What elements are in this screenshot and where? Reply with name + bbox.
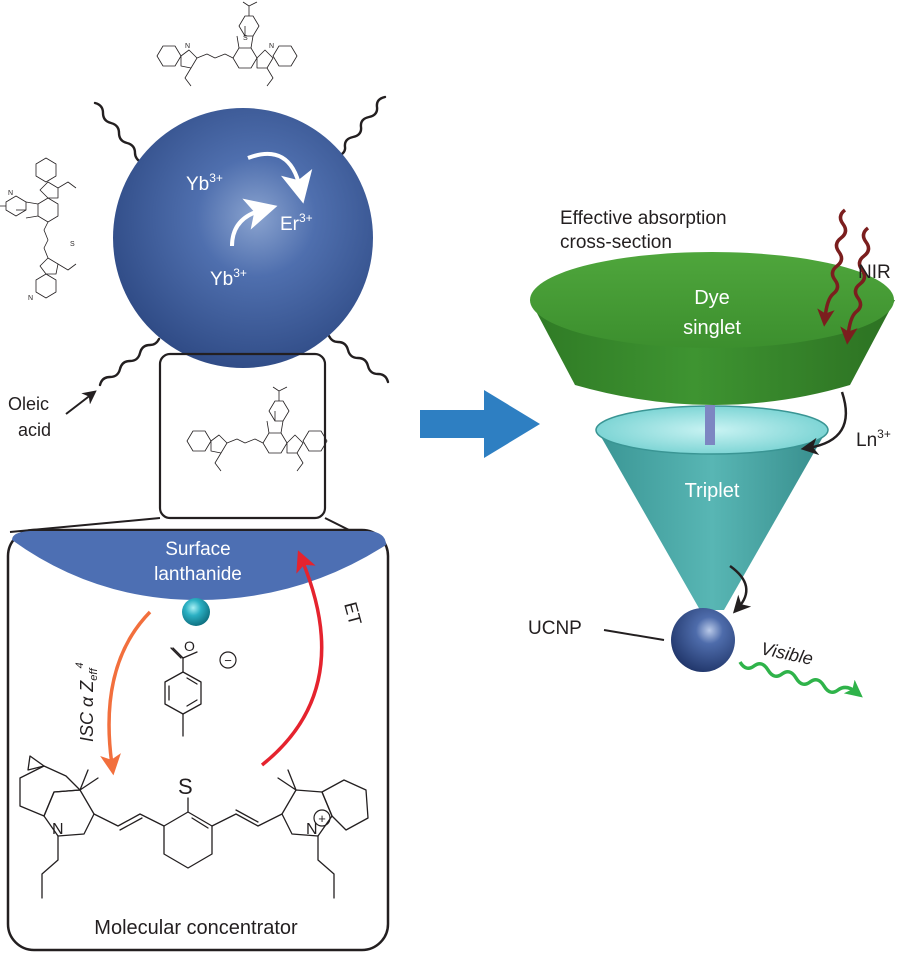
isc-arrow xyxy=(100,610,152,776)
ucnp-label: UCNP xyxy=(528,618,582,639)
svg-text:N: N xyxy=(28,295,33,302)
dye-label-line1: Dye xyxy=(694,287,730,309)
visible-label: Visible xyxy=(759,638,815,669)
cyanine-molecule xyxy=(19,647,369,899)
er-label: Er3+ xyxy=(280,211,313,235)
effective-label-line2: cross-section xyxy=(560,232,672,253)
surface-label-line1: Surface xyxy=(165,539,230,560)
svg-text:N: N xyxy=(269,43,274,50)
ln-label: Ln3+ xyxy=(856,427,891,451)
inset-box-small xyxy=(158,352,327,520)
energy-transfer-arrow-top xyxy=(247,151,313,204)
svg-text:N: N xyxy=(185,43,190,50)
surface-label-line2: lanthanide xyxy=(154,564,242,585)
isc-label: ISC α Zeff4 xyxy=(74,662,100,742)
oleic-label-line2: acid xyxy=(18,420,51,440)
visible-emission-arrow xyxy=(738,661,863,698)
negative-charge-circle xyxy=(219,651,237,669)
positive-charge: + xyxy=(318,811,326,826)
yb-bottom-label: Yb3+ xyxy=(210,266,247,290)
et-arrow xyxy=(260,550,324,767)
oleic-chain-top-left xyxy=(93,101,144,165)
svg-text:S: S xyxy=(243,35,248,42)
nitrogen-right: N xyxy=(306,821,318,838)
energy-transfer-arrow-bottom xyxy=(230,198,278,247)
nanoparticle xyxy=(113,108,373,368)
svg-text:S: S xyxy=(70,241,75,248)
triplet-label: Triplet xyxy=(685,480,740,502)
ucnp-pointer-line xyxy=(603,629,665,641)
dye-label-line2: singlet xyxy=(683,317,741,339)
surface-lanthanide-ion xyxy=(182,598,210,626)
svg-text:N: N xyxy=(8,190,13,197)
oleic-arrow xyxy=(65,390,97,415)
negative-charge: − xyxy=(224,653,232,668)
yb-top-label: Yb3+ xyxy=(186,171,223,195)
oleic-chain-bottom-left xyxy=(98,337,161,387)
positive-charge-circle xyxy=(313,809,331,827)
nir-arrow-2 xyxy=(840,226,871,345)
triplet-to-ucnp-arrow xyxy=(729,564,752,614)
oleic-chain-top-right xyxy=(335,95,387,159)
nir-arrow-1 xyxy=(817,208,848,327)
dye-in-inset xyxy=(186,386,328,472)
molecular-concentrator-panel: Surface lanthanide ISC α Zeff4 ET xyxy=(6,528,390,952)
nir-label: NIR xyxy=(858,262,891,283)
dye-top: N N S xyxy=(156,1,298,87)
ucnp-particle xyxy=(671,608,735,672)
molecular-concentrator-label: Molecular concentrator xyxy=(94,917,298,939)
sulfur-label: S xyxy=(178,774,193,799)
oleic-label-line1: Oleic xyxy=(8,394,49,414)
big-transition-arrow xyxy=(420,390,540,458)
surface-band xyxy=(12,531,386,600)
carboxylate-oxygen: O xyxy=(184,638,195,654)
effective-label-line1: Effective absorption xyxy=(560,208,727,229)
dye-singlet-disc xyxy=(530,252,895,405)
triplet-cone xyxy=(595,405,829,610)
oleic-chain-bottom-right xyxy=(327,334,390,384)
ln-arrow xyxy=(800,391,848,456)
dye-left xyxy=(0,157,77,299)
nitrogen-left: N xyxy=(52,821,64,838)
